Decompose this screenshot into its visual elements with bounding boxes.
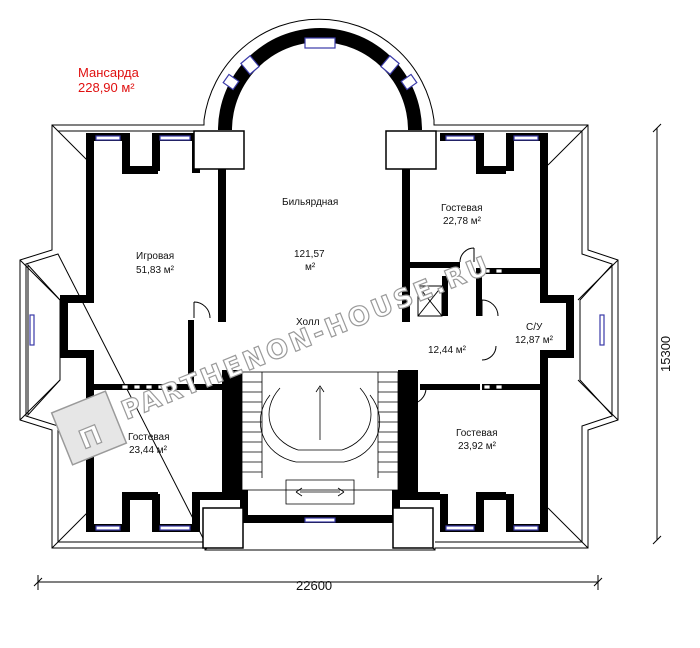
room-billiard-name: Бильярдная [282,197,338,208]
room-playroom-area: 51,83 м² [136,265,175,276]
room-guest-se-name: Гостевая [456,428,498,439]
dimension-height-label: 15300 [658,336,673,372]
room-guest-ne-area: 22,78 м² [443,216,482,227]
room-guest-ne-name: Гостевая [441,203,483,214]
doors [193,247,499,405]
floor-title: Мансарда [78,65,140,80]
room-guest-sw-area: 23,44 м² [129,445,168,456]
floor-total-area: 228,90 м² [78,80,135,95]
room-billiard-area-value: 121,57 [294,249,325,260]
room-bathroom-area: 12,87 м² [515,335,554,346]
room-playroom-name: Игровая [136,251,174,262]
watermark: П PARTHENON-HOUSE.RU [50,250,496,466]
watermark-text: PARTHENON-HOUSE.RU [117,250,495,426]
dimension-width-label: 22600 [296,578,332,593]
walls [60,28,574,532]
room-hall-small-area: 12,44 м² [428,345,467,356]
room-hall-name: Холл [296,317,320,328]
room-billiard-area-unit: м² [305,262,316,273]
roof-outline [19,18,619,551]
chimney-boxes [193,130,437,549]
shaft-box [417,285,443,317]
staircase [241,371,399,505]
dimension-lines [33,123,662,590]
watermark-logo-box [50,390,128,466]
corner-tower-boxes [27,263,613,417]
vent-marks [121,268,503,390]
room-guest-sw-name: Гостевая [128,432,170,443]
windows [29,37,605,531]
room-guest-se-area: 23,92 м² [458,441,497,452]
room-bathroom-name: С/У [526,322,543,333]
